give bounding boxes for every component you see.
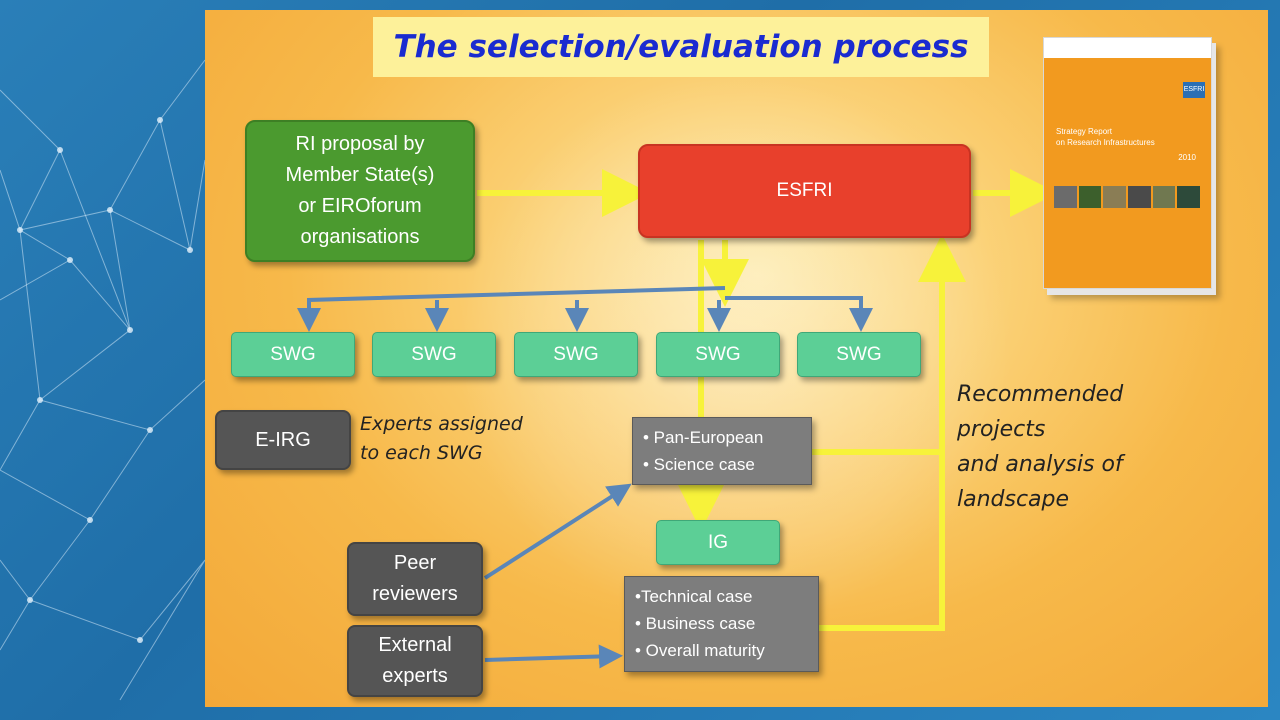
title-banner: The selection/evaluation process (373, 17, 989, 77)
arrow-external-to-tech (484, 644, 623, 669)
recommended-projects-note: Recommended projects and analysis of lan… (957, 377, 1123, 517)
proposal-line: Member State(s) (285, 164, 435, 186)
yellow-arrows (477, 169, 1058, 631)
external-experts-node: External experts (347, 625, 483, 697)
criteria-item: • Pan-European (643, 428, 764, 447)
note-line: and analysis of (957, 452, 1123, 477)
ig-node: IG (656, 520, 780, 565)
note-line: landscape (957, 487, 1070, 512)
note-line: projects (957, 417, 1046, 442)
criteria-item: •Technical case (635, 587, 753, 606)
criteria-item: • Overall maturity (635, 641, 765, 660)
arrow-tech-to-esfri (819, 452, 945, 631)
swg-label: SWG (553, 343, 599, 365)
note-line: Experts assigned (360, 413, 523, 435)
blue-arrows (297, 286, 873, 669)
swg-node: SWG (797, 332, 921, 377)
eirg-label: E-IRG (255, 428, 311, 451)
note-line: to each SWG (360, 442, 483, 464)
swg-label: SWG (695, 343, 741, 365)
peer-line: reviewers (372, 583, 458, 605)
slide-title: The selection/evaluation process (393, 29, 969, 65)
external-line: External (378, 634, 452, 656)
arrow-to-swg-1 (297, 286, 726, 332)
swg-node: SWG (231, 332, 355, 377)
proposal-line: organisations (300, 226, 420, 248)
arrow-peer-to-pan (483, 483, 632, 580)
proposal-line: or EIROforum (298, 195, 422, 217)
report-title-line: Strategy Report (1056, 127, 1113, 136)
criteria-item: • Business case (635, 614, 756, 633)
swg-label: SWG (411, 343, 457, 365)
swg-label: SWG (270, 343, 316, 365)
ri-proposal-node: RI proposal by Member State(s) or EIROfo… (245, 120, 475, 262)
swg-node: SWG (372, 332, 496, 377)
external-line: experts (382, 665, 448, 687)
slide-canvas: The selection/evaluation process RI prop… (205, 10, 1268, 707)
arrow-to-swg-5 (725, 296, 873, 332)
report-title: Strategy Report on Research Infrastructu… (1056, 126, 1196, 163)
ig-label: IG (707, 531, 729, 553)
pan-european-criteria-box: • Pan-European • Science case (632, 417, 812, 485)
esfri-logo-icon: ESFRI (1183, 82, 1205, 98)
technical-criteria-box: •Technical case • Business case • Overal… (624, 576, 819, 672)
swg-label: SWG (836, 343, 882, 365)
experts-assigned-note: Experts assigned to each SWG (360, 410, 523, 468)
peer-line: Peer (393, 552, 437, 574)
note-line: Recommended (957, 382, 1124, 407)
connector-arrows (297, 169, 1058, 669)
eirg-node: E-IRG (215, 410, 351, 470)
swg-node: SWG (514, 332, 638, 377)
swg-node: SWG (656, 332, 780, 377)
strategy-report-cover-image: ESFRI Strategy Report on Research Infras… (1043, 37, 1212, 289)
peer-reviewers-node: Peer reviewers (347, 542, 483, 616)
report-photo-strip (1054, 186, 1201, 208)
proposal-line: RI proposal by (295, 133, 425, 155)
criteria-item: • Science case (643, 455, 755, 474)
esfri-node: ESFRI (638, 144, 971, 238)
esfri-label: ESFRI (776, 180, 833, 201)
report-title-line: on Research Infrastructures (1056, 138, 1155, 147)
report-year: 2010 (1178, 153, 1196, 162)
